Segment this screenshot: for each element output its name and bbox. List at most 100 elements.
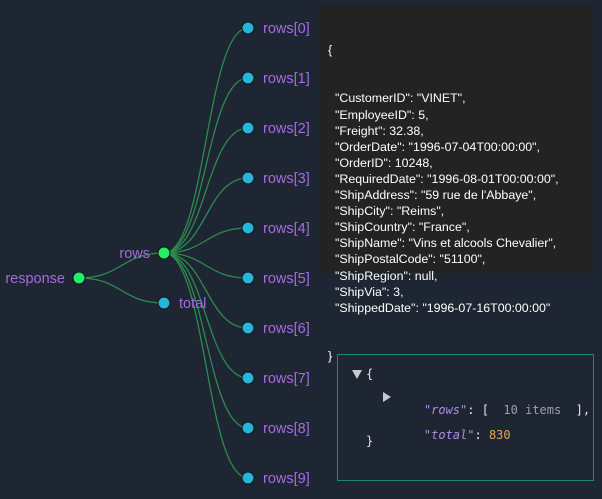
tooltip-line-key: "RequiredDate"	[335, 171, 421, 186]
json-total-value: 830	[488, 428, 511, 442]
tooltip-line-key: "EmployeeID"	[335, 107, 412, 122]
tooltip-line: "ShipName": "Vins et alcools Chevalier",	[335, 236, 557, 251]
tooltip-line-value: "51100",	[439, 252, 486, 267]
rows-item-label[interactable]: rows[1]	[263, 71, 310, 87]
json-rows-close-bracket: ],	[575, 403, 591, 417]
link-rows-child	[163, 252, 249, 479]
link-rows-child	[163, 252, 249, 329]
tooltip-line-value: "59 rue de l'Abbaye",	[420, 188, 537, 203]
response-node[interactable]	[72, 271, 86, 285]
json-total-key: "total"	[423, 428, 475, 442]
tooltip-line: "ShipRegion": null,	[335, 268, 438, 283]
link-rows-child	[163, 177, 249, 254]
tooltip-line-value: 10248,	[394, 155, 433, 170]
rows-item-node[interactable]	[241, 21, 255, 35]
rows-label[interactable]: rows	[119, 246, 150, 262]
tooltip-line-value: "Vins et alcools Chevalier",	[408, 236, 557, 251]
tooltip-line-key: "OrderDate"	[335, 139, 402, 154]
rows-item-label[interactable]: rows[7]	[263, 371, 310, 387]
tooltip-line: "ShipCountry": "France",	[335, 220, 470, 235]
tooltip-line: "ShipVia": 3,	[335, 284, 404, 299]
link-rows-child	[163, 27, 249, 254]
tooltip-line-value: 5,	[418, 107, 429, 122]
tooltip-line-key: "ShipName"	[335, 236, 402, 251]
json-total-colon: :	[474, 428, 482, 442]
link-rows-child	[163, 252, 249, 279]
tooltip-line: "OrderID": 10248,	[335, 155, 433, 170]
link-rows-child	[163, 252, 249, 379]
tooltip-line-key: "ShipRegion"	[335, 268, 408, 283]
rows-item-node[interactable]	[241, 71, 255, 85]
rows-item-label[interactable]: rows[5]	[263, 271, 310, 287]
rows-item-label[interactable]: rows[9]	[263, 471, 310, 487]
json-rows-key: "rows"	[423, 403, 468, 417]
tooltip-line-value: null,	[414, 268, 438, 283]
tooltip-line: "RequiredDate": "1996-08-01T00:00:00",	[335, 171, 559, 186]
response-label[interactable]: response	[5, 271, 65, 287]
tooltip-line: "ShipCity": "Reims",	[335, 204, 445, 219]
rows-item-node[interactable]	[241, 171, 255, 185]
tooltip-line: "ShipPostalCode": "51100",	[335, 252, 486, 267]
tooltip-line: "ShipAddress": "59 rue de l'Abbaye",	[335, 188, 537, 203]
tooltip-line-key: "ShipCountry"	[335, 220, 412, 235]
rows-item-node[interactable]	[241, 121, 255, 135]
tooltip-close-brace: }	[328, 348, 333, 363]
collapse-root-caret-icon[interactable]	[352, 370, 362, 379]
rows-item-label[interactable]: rows[3]	[263, 171, 310, 187]
tooltip-open-brace: {	[328, 43, 333, 58]
tooltip-line-value: "VINET",	[416, 91, 466, 106]
rows-item-node[interactable]	[241, 371, 255, 385]
tooltip-line-key: "CustomerID"	[335, 91, 410, 106]
tooltip-line-value: "Reims",	[396, 204, 445, 219]
tooltip-line-key: "OrderID"	[335, 155, 388, 170]
rows-item-node[interactable]	[241, 271, 255, 285]
expand-rows-caret-icon[interactable]	[383, 392, 391, 402]
tooltip-line-key: "Freight"	[335, 123, 383, 138]
tooltip-line-key: "ShipCity"	[335, 204, 390, 219]
total-label[interactable]: total	[179, 296, 206, 312]
json-rows-open-bracket: [	[481, 403, 489, 417]
rows-item-node[interactable]	[241, 471, 255, 485]
json-total-line: "total": 830	[395, 414, 511, 456]
rows-item-node[interactable]	[241, 421, 255, 435]
rows-item-label[interactable]: rows[4]	[263, 221, 310, 237]
link-rows-child	[163, 252, 249, 429]
tree-nodes: response rows total rows[0] rows[1] rows[2] ro…	[5, 21, 309, 487]
json-rows-count: 10 items	[503, 403, 562, 417]
json-rows-line[interactable]: "rows": [ 10 items ],	[395, 389, 590, 431]
json-close-brace: }	[366, 434, 374, 448]
json-open-brace: {	[366, 367, 374, 381]
rows-item-label[interactable]: rows[0]	[263, 21, 310, 37]
tooltip-line: "OrderDate": "1996-07-04T00:00:00",	[335, 139, 540, 154]
tree-links	[78, 27, 249, 479]
tooltip-line-key: "ShipVia"	[335, 284, 387, 299]
tooltip-line: "Freight": 32.38,	[335, 123, 424, 138]
link-rows-child	[163, 77, 249, 254]
rows-item-label[interactable]: rows[2]	[263, 121, 310, 137]
link-rows-child	[163, 227, 249, 254]
json-rows-colon: :	[467, 403, 475, 417]
total-node[interactable]	[157, 296, 171, 310]
tooltip-line: "EmployeeID": 5,	[335, 107, 429, 122]
rows-item-node[interactable]	[241, 321, 255, 335]
tooltip-line-value: "1996-08-01T00:00:00",	[427, 171, 559, 186]
rows-item-label[interactable]: rows[8]	[263, 421, 310, 437]
tooltip-line-value: "1996-07-16T00:00:00"	[422, 300, 551, 315]
tooltip-line-value: "France",	[418, 220, 470, 235]
tooltip-line-value: 32.38,	[389, 123, 424, 138]
tooltip-lines: "CustomerID": "VINET","EmployeeID": 5,"F…	[328, 90, 593, 315]
tooltip-line-value: "1996-07-04T00:00:00",	[408, 139, 540, 154]
tooltip-line: "ShippedDate": "1996-07-16T00:00:00"	[335, 300, 551, 315]
tooltip-line-key: "ShipPostalCode"	[335, 252, 433, 267]
tooltip-line: "CustomerID": "VINET",	[335, 91, 466, 106]
link-rows-child	[163, 127, 249, 254]
node-tooltip: { "CustomerID": "VINET","EmployeeID": 5,…	[319, 5, 593, 363]
tooltip-line-value: 3,	[393, 284, 404, 299]
link-response-rows	[78, 252, 165, 279]
rows-item-label[interactable]: rows[6]	[263, 321, 310, 337]
link-response-total	[78, 277, 165, 304]
rows-item-node[interactable]	[241, 221, 255, 235]
tooltip-line-key: "ShipAddress"	[335, 188, 415, 203]
rows-node[interactable]	[157, 246, 171, 260]
